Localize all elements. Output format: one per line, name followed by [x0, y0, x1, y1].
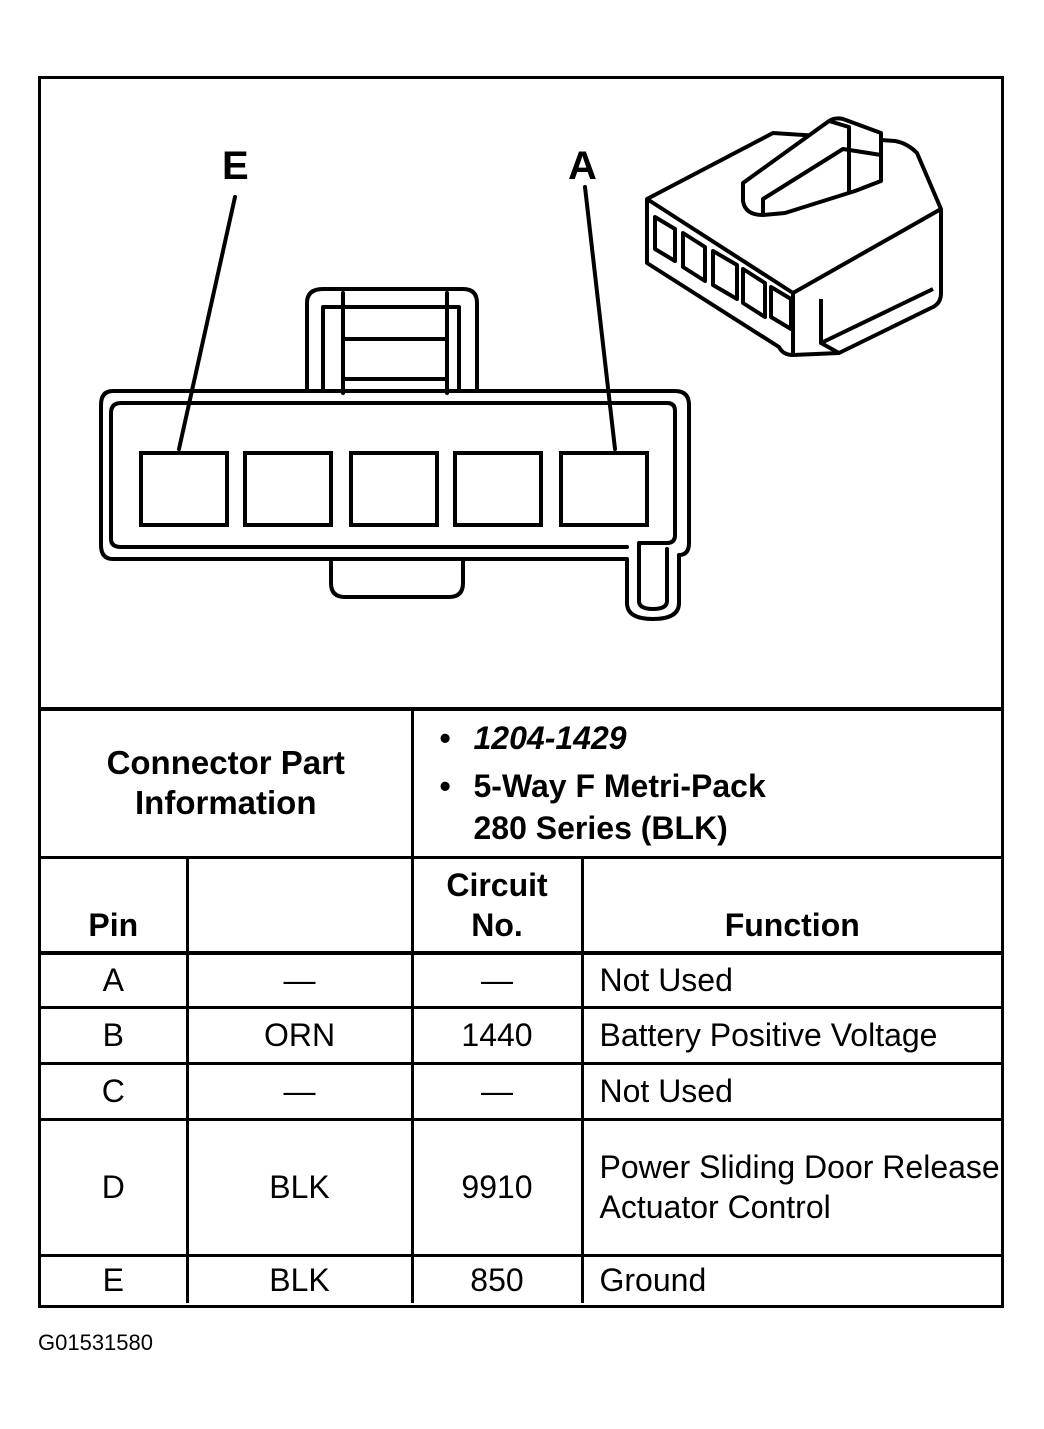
cell-wire-color: ORN: [185, 1005, 414, 1065]
cell-function: Power Sliding Door Release Actuator Cont…: [580, 1117, 1001, 1257]
connector-cavity: [139, 451, 229, 527]
header-circuit: Circuit No.: [410, 855, 584, 953]
connector-cavity: [243, 451, 333, 527]
table-row: A——Not Used: [41, 951, 1001, 1009]
part-info-values: •1204-1429 •5-Way F Metri-Pack 280 Serie…: [410, 707, 1002, 859]
cell-pin: B: [41, 1005, 189, 1065]
part-info-label: Connector Part Information: [41, 707, 414, 859]
pin-label-e: E: [222, 144, 249, 188]
cell-circuit: —: [410, 1061, 584, 1121]
cell-pin: C: [41, 1061, 189, 1121]
cell-circuit: 850: [410, 1253, 584, 1303]
connector-bottom-key: [329, 557, 465, 599]
cell-circuit: 9910: [410, 1117, 584, 1257]
table-row: C——Not Used: [41, 1061, 1001, 1121]
connector-cavity: [453, 451, 543, 527]
cell-pin: D: [41, 1117, 189, 1257]
cell-function: Ground: [580, 1253, 1001, 1303]
cell-circuit: 1440: [410, 1005, 584, 1065]
cell-pin: A: [41, 951, 189, 1009]
connector-face-diagram: [99, 116, 943, 621]
connector-body: [99, 389, 691, 621]
cell-function: Battery Positive Voltage: [580, 1005, 1001, 1065]
connector-cavity: [559, 451, 649, 527]
part-info-row: Connector Part Information •1204-1429 •5…: [41, 707, 1002, 859]
connector-cavity: [349, 451, 439, 527]
header-wire-color: [185, 855, 414, 953]
cell-circuit: —: [410, 951, 584, 1009]
header-row: Pin Circuit No. Function: [41, 855, 1001, 953]
part-number: 1204-1429: [473, 720, 627, 757]
connector-figure-frame: E A Connector Part Information •1204-142…: [38, 76, 1004, 1308]
header-function: Function: [580, 855, 1001, 953]
cell-wire-color: BLK: [185, 1117, 414, 1257]
header-pin: Pin: [41, 855, 189, 953]
leader-line-a: [583, 185, 617, 451]
cell-wire-color: —: [185, 951, 414, 1009]
cell-wire-color: —: [185, 1061, 414, 1121]
cell-function: Not Used: [580, 951, 1001, 1009]
connector-isometric-view: [645, 116, 943, 357]
pinout-table: Connector Part Information •1204-1429 •5…: [41, 707, 1001, 1303]
figure-id: G01531580: [38, 1330, 153, 1355]
cell-wire-color: BLK: [185, 1253, 414, 1303]
pin-label-a: A: [568, 144, 597, 188]
part-number-line: •1204-1429: [439, 720, 627, 757]
cell-pin: E: [41, 1253, 189, 1303]
connector-latch: [305, 287, 479, 393]
cell-function: Not Used: [580, 1061, 1001, 1121]
leader-line-e: [177, 195, 237, 451]
part-series-line: •5-Way F Metri-Pack 280 Series (BLK): [440, 765, 1002, 849]
part-series: 5-Way F Metri-Pack 280 Series (BLK): [473, 768, 766, 847]
